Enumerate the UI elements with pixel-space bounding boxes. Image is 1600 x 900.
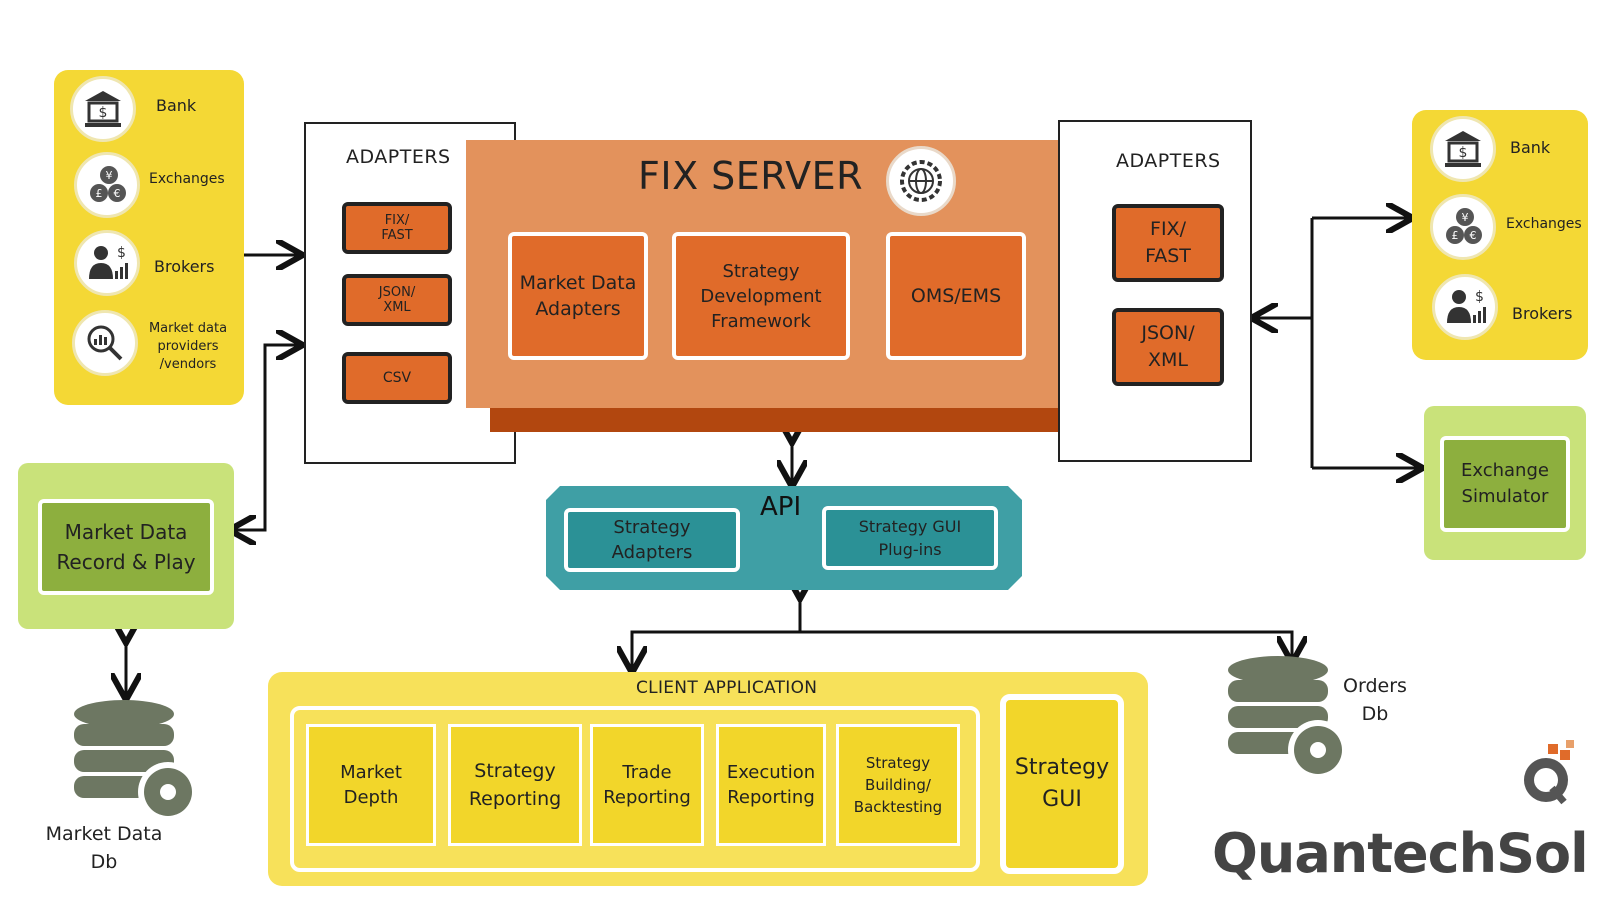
market-data-record-play: Market Data Record & Play [38, 499, 214, 595]
api-box: API Strategy Adapters Strategy GUI Plug-… [546, 486, 1022, 590]
fix-server: FIX SERVER Market Data Adapters Strategy… [466, 140, 1076, 408]
svg-text:€: € [1470, 229, 1477, 242]
right-entity-panel: $ Bank ¥£ € Exchanges $ Brokers [1412, 110, 1588, 360]
adapter-json-xml: JSON/ XML [1112, 308, 1224, 386]
adapter-fix-fast: FIX/ FAST [342, 202, 452, 254]
api-title: API [760, 492, 802, 522]
bank-icon: $ [70, 76, 136, 142]
svg-text:£: £ [96, 187, 103, 200]
module-strategy-building: Strategy Building/ Backtesting [836, 724, 960, 846]
quantechsol-logo: QuantechSol [1212, 822, 1589, 885]
right-adapters-frame: ADAPTERS FIX/ FAST JSON/ XML [1058, 120, 1252, 462]
adapter-json-xml: JSON/ XML [342, 274, 452, 326]
left-entity-panel: $ Bank ¥£ € Exchanges $ Brokers Market da… [54, 70, 244, 405]
market-data-db-label: Market Data Db [45, 823, 163, 873]
adapter-fix-fast: FIX/ FAST [1112, 204, 1224, 282]
quantechsol-logo-icon [1518, 740, 1584, 810]
currency-icon: ¥£ € [74, 152, 140, 218]
bank-icon: $ [1430, 116, 1496, 182]
analytics-icon [72, 310, 138, 376]
database-gear-icon [1222, 656, 1352, 786]
module-market-depth: Market Depth [306, 724, 436, 846]
entity-label: Exchanges [149, 171, 225, 187]
module-execution-reporting: Execution Reporting [716, 724, 826, 846]
broker-icon: $ [1432, 274, 1498, 340]
module-oms-ems: OMS/EMS [886, 232, 1026, 360]
client-application: CLIENT APPLICATION Market Depth Strategy… [268, 672, 1148, 886]
module-strategy-framework: Strategy Development Framework [672, 232, 850, 360]
adapters-title: ADAPTERS [346, 146, 451, 168]
currency-icon: ¥£ € [1430, 194, 1496, 260]
entity-label: Brokers [1512, 304, 1573, 323]
module-strategy-reporting: Strategy Reporting [448, 724, 582, 846]
exchange-simulator-panel: Exchange Simulator [1424, 406, 1586, 560]
entity-label: Brokers [154, 257, 215, 276]
svg-text:$: $ [1459, 145, 1468, 161]
database-gear-icon [68, 700, 198, 830]
module-market-data-adapters: Market Data Adapters [508, 232, 648, 360]
broker-icon: $ [74, 230, 140, 296]
module-trade-reporting: Trade Reporting [590, 724, 704, 846]
entity-label: Bank [1510, 138, 1551, 157]
globe-gear-icon [886, 146, 956, 216]
entity-label: Exchanges [1506, 216, 1582, 232]
svg-text:$: $ [1475, 289, 1484, 305]
exchange-simulator: Exchange Simulator [1440, 436, 1570, 532]
svg-text:$: $ [99, 105, 108, 121]
market-data-record-panel: Market Data Record & Play [18, 463, 234, 629]
svg-text:£: £ [1452, 229, 1459, 242]
module-strategy-gui: Strategy GUI [1000, 694, 1124, 874]
client-application-title: CLIENT APPLICATION [636, 678, 818, 698]
entity-label: Bank [156, 96, 197, 115]
fix-server-title: FIX SERVER [638, 154, 864, 198]
svg-text:€: € [114, 187, 121, 200]
svg-text:¥: ¥ [1462, 211, 1469, 224]
adapters-title: ADAPTERS [1116, 150, 1221, 172]
entity-label: Market data providers /vendors [148, 321, 228, 372]
svg-text:¥: ¥ [106, 169, 113, 182]
svg-text:$: $ [117, 245, 126, 261]
client-modules-frame: Market Depth Strategy Reporting Trade Re… [290, 706, 980, 872]
adapter-csv: CSV [342, 352, 452, 404]
api-strategy-gui-plugins: Strategy GUI Plug-ins [822, 506, 998, 570]
orders-db-label: Orders Db [1343, 675, 1407, 725]
api-strategy-adapters: Strategy Adapters [564, 508, 740, 572]
